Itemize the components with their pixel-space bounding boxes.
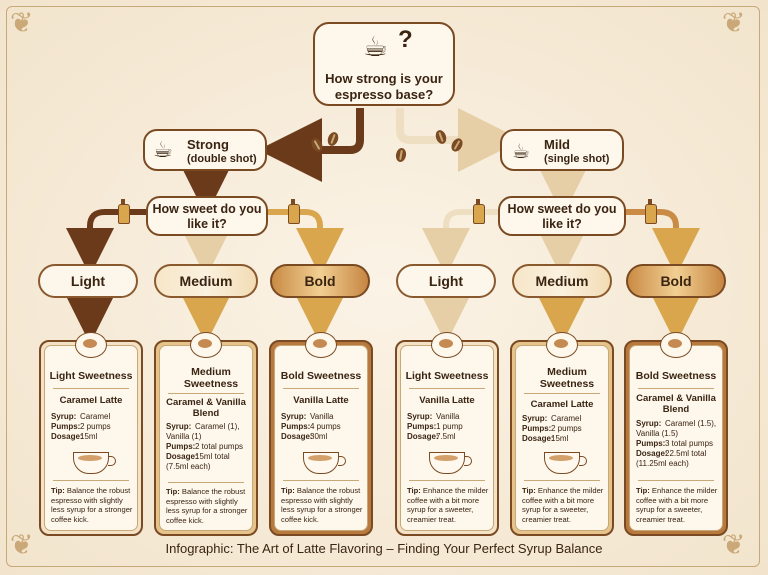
syrup-bottle-icon [473,199,485,224]
card-detail: Syrup:Caramel (1.5), Vanilla (1.5) Pumps… [636,419,717,468]
card-drink: Caramel Latte [59,395,123,406]
card-tip: Tip: Enhance the milder coffee with a bi… [407,486,489,524]
syrup-bottle-icon [288,199,300,224]
latte-cup-icon [660,332,692,358]
syrup-bottle-icon [645,199,657,224]
latte-cup-icon [429,452,472,474]
card-detail: Syrup:Vanilla Pumps:4 pumps Dosage:30ml [281,412,341,441]
card-drink: Caramel Latte [530,399,594,410]
latte-cup-icon [75,332,107,358]
level-light: Light [38,264,138,298]
branch-sublabel: (single shot) [544,153,610,165]
decorative-frame [6,6,760,567]
latte-cup-icon [305,332,337,358]
recipe-card: Bold Sweetness Caramel & Vanilla Blend S… [624,332,728,536]
leaf-ornament-icon: ❦ [10,6,34,39]
recipe-card: Light Sweetness Vanilla Latte Syrup:Vani… [395,332,499,536]
latte-cup-icon [544,452,587,474]
leaf-ornament-icon: ❦ [10,528,34,561]
latte-cup-icon [190,332,222,358]
leaf-ornament-icon: ❦ [722,6,746,39]
card-tip: Tip: Enhance the milder coffee with a bi… [522,486,604,524]
recipe-card: Medium Sweetness Caramel & Vanilla Blend… [154,332,258,536]
card-drink: Caramel & Vanilla Blend [636,393,716,415]
level-light: Light [396,264,496,298]
recipe-card: Light Sweetness Caramel Latte Syrup:Cara… [39,332,143,536]
question-mark-icon: ? [398,26,413,53]
coffee-cup-icon: ☕ [363,30,389,63]
recipe-card: Medium Sweetness Caramel Latte Syrup:Car… [510,332,614,536]
card-title: Medium Sweetness [183,366,239,390]
branch-label: Strong [187,137,229,152]
branch-mild: ☕ Mild (single shot) [500,129,624,171]
card-drink: Vanilla Latte [419,395,475,406]
branch-label: Mild [544,137,570,152]
footer-caption: Infographic: The Art of Latte Flavoring … [165,541,603,556]
card-title: Medium Sweetness [539,366,595,390]
level-medium: Medium [154,264,258,298]
leaf-ornament-icon: ❦ [722,528,746,561]
latte-cup-icon [73,452,116,474]
recipe-card: Bold Sweetness Vanilla Latte Syrup:Vanil… [269,332,373,536]
question-strength-text: How strong is your espresso base? [325,71,443,102]
card-tip: Tip: Balance the robust espresso with sl… [166,487,248,525]
card-detail: Syrup:Caramel (1), Vanilla (1) Pumps:2 t… [166,422,244,471]
latte-cup-icon [303,452,346,474]
card-title: Bold Sweetness [635,370,717,382]
card-title: Light Sweetness [405,370,489,382]
card-detail: Syrup:Caramel Pumps:2 pumps Dosage:15ml [522,414,582,443]
card-detail: Syrup:Caramel Pumps:2 pumps Dosage:15ml [51,412,111,441]
latte-cup-icon [546,332,578,358]
level-medium: Medium [512,264,612,298]
card-drink: Vanilla Latte [293,395,349,406]
card-tip: Tip: Balance the robust espresso with sl… [51,486,133,524]
question-strength: ☕ How strong is your espresso base? [313,22,455,106]
level-bold: Bold [270,264,370,298]
card-detail: Syrup:Vanilla Pumps:1 pump Dosage:7.5ml [407,412,463,441]
coffee-cup-icon: ☕ [512,139,530,163]
level-bold: Bold [626,264,726,298]
card-title: Bold Sweetness [280,370,362,382]
syrup-bottle-icon [118,199,130,224]
coffee-cup-icon: ☕ [153,138,173,163]
latte-cup-icon [431,332,463,358]
question-sweetness-mild: How sweet do you like it? [498,196,626,236]
card-title: Light Sweetness [49,370,133,382]
branch-sublabel: (double shot) [187,153,257,165]
branch-strong: ☕ Strong (double shot) [143,129,267,171]
card-tip: Tip: Enhance the milder coffee with a bi… [636,486,718,524]
card-drink: Caramel & Vanilla Blend [166,397,246,419]
question-sweetness-strong: How sweet do you like it? [146,196,268,236]
card-tip: Tip: Balance the robust espresso with sl… [281,486,363,524]
